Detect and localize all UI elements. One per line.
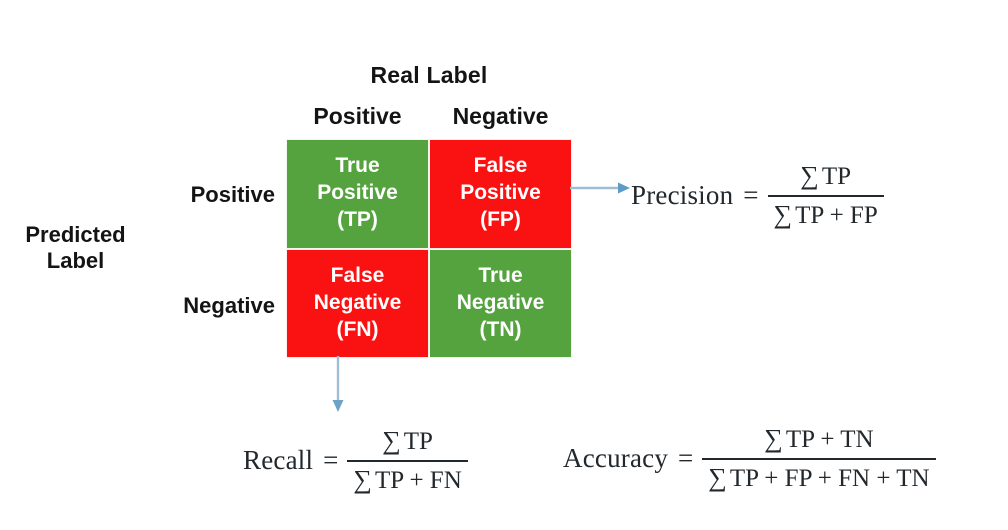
confusion-matrix: True Positive (TP) False Positive (FP) F… (286, 139, 572, 358)
real-label-title: Real Label (370, 62, 488, 88)
cell-line-1: True (478, 263, 523, 287)
denominator-terms: TP + FN (374, 466, 462, 494)
cell-line-3: (TN) (479, 317, 522, 341)
denominator-terms: TP + FP (795, 201, 878, 229)
column-header-negative: Negative (452, 103, 549, 129)
numerator-terms: TP (403, 428, 433, 455)
formula-accuracy-numerator: ∑TP + TN (758, 423, 879, 458)
arrow-to-precision-icon (570, 182, 630, 194)
sigma-icon: ∑ (764, 424, 783, 453)
formula-recall-fraction: ∑TP ∑TP + FN (347, 425, 468, 497)
matrix-cell-true-positive[interactable]: True Positive (TP) (286, 139, 429, 249)
formula-recall: Recall = ∑TP ∑TP + FN (243, 425, 468, 496)
cell-line-2: Negative (456, 290, 545, 314)
formula-precision-equals: = (743, 180, 759, 210)
formula-precision-numerator: ∑TP (794, 160, 857, 195)
sigma-icon: ∑ (773, 199, 793, 229)
formula-accuracy-fraction: ∑TP + TN ∑TP + FP + FN + TN (702, 423, 936, 495)
sigma-icon: ∑ (708, 462, 727, 492)
matrix-cell-false-negative[interactable]: False Negative (FN) (286, 248, 429, 358)
matrix-cell-true-negative[interactable]: True Negative (TN) (429, 248, 572, 358)
arrow-to-recall-icon (332, 356, 344, 412)
formula-recall-equals: = (323, 445, 339, 475)
sigma-icon: ∑ (353, 464, 372, 494)
cell-line-3: (FN) (336, 317, 379, 341)
cell-line-2: Negative (313, 290, 402, 314)
matrix-cell-false-positive[interactable]: False Positive (FP) (429, 139, 572, 249)
cell-line-2: Positive (460, 181, 541, 205)
row-header-positive: Positive (190, 182, 275, 207)
predicted-label-title: Predicted Label (25, 222, 126, 273)
formula-precision-label: Precision (631, 180, 734, 210)
cell-line-1: False (473, 154, 528, 178)
cell-line-1: False (330, 263, 385, 287)
column-header-positive: Positive (313, 103, 402, 129)
formula-accuracy-label: Accuracy (563, 443, 669, 473)
formula-precision-fraction: ∑TP ∑TP + FP (767, 160, 884, 232)
formula-precision-denominator: ∑TP + FP (768, 197, 884, 232)
cell-line-3: (FP) (480, 208, 521, 232)
cell-line-3: (TP) (337, 208, 378, 232)
formula-recall-numerator: ∑TP (376, 425, 439, 460)
formula-precision: Precision = ∑TP ∑TP + FP (631, 160, 884, 231)
fraction-bar (702, 457, 936, 460)
numerator-terms: TP + TN (785, 426, 874, 453)
cell-line-2: Positive (317, 181, 398, 205)
formula-recall-label: Recall (243, 445, 314, 475)
numerator-terms: TP (821, 163, 851, 190)
row-header-negative: Negative (183, 293, 275, 318)
formula-recall-denominator: ∑TP + FN (347, 462, 467, 497)
denominator-terms: TP + FP + FN + TN (729, 464, 930, 492)
fraction-bar (347, 459, 468, 462)
sigma-icon: ∑ (382, 426, 401, 455)
fraction-bar (767, 194, 884, 197)
formula-accuracy-denominator: ∑TP + FP + FN + TN (702, 460, 935, 495)
formula-accuracy-equals: = (678, 443, 694, 473)
cell-line-1: True (335, 154, 380, 178)
formula-accuracy: Accuracy = ∑TP + TN ∑TP + FP + FN + TN (563, 423, 936, 494)
sigma-icon: ∑ (800, 161, 819, 190)
